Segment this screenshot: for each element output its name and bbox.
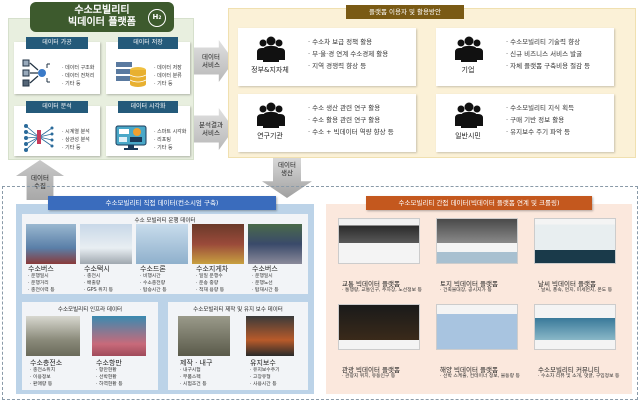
tram-bus-details: · 운행일시 · 운행노선 · 탑재시간 등 xyxy=(252,274,279,293)
port-details: · 항만현황 · 선박현황 · 하역현황 등 xyxy=(96,368,123,387)
user-group-company: 기업 · 수소모빌리티 기술력 향상 · 신규 비즈니스 서비스 발굴 · 자체… xyxy=(436,28,614,86)
people-group-icon xyxy=(455,36,483,62)
photo-hydrogen-forklift xyxy=(192,224,244,264)
government-uses: · 수소차 보급 정책 활용 · 부·울·경 연계 수소경제 활용 · 지역 경… xyxy=(308,38,389,70)
bus-details: · 운행일시 · 운행거리 · 충전이력 등 xyxy=(28,274,55,293)
drone-details: · 비행시간 · 수소충전량 · 탑승시간 등 xyxy=(140,274,167,293)
process-flow-icon xyxy=(22,59,50,87)
station-details: · 충전소위치 · 이용정보 · 판매량 등 xyxy=(30,368,56,387)
company-uses: · 수소모빌리티 기술력 향상 · 신규 비즈니스 서비스 발굴 · 자체 플랫… xyxy=(506,38,591,70)
photo-manufacturing xyxy=(178,316,230,356)
hydrogen-icon: H₂ xyxy=(148,9,166,27)
taxi-details: · 충전시 · 배출량 · GPS 위치 등 xyxy=(84,274,113,293)
photo-hydrogen-tram-bus xyxy=(248,224,302,264)
photo-hydrogen-drone xyxy=(136,224,188,264)
users-title: 플랫폼 이용자 및 활용방안 xyxy=(346,5,464,19)
photo-hydrogen-port xyxy=(92,316,146,356)
photo-maintenance xyxy=(246,316,294,356)
forklift-details: · 일일 운행수 · 운송 중량 · 적재 용량 등 xyxy=(196,274,225,293)
database-icon xyxy=(116,62,147,87)
screenshot-ocean-platform xyxy=(436,304,518,350)
photo-hydrogen-taxi xyxy=(80,224,132,264)
people-group-icon xyxy=(257,102,285,128)
screenshot-weather-platform xyxy=(534,218,616,264)
citizen-uses: · 수소모빌리티 지식 획득 · 구매 기반 정보 활용 · 유지보수 주기 파… xyxy=(506,104,575,136)
screenshot-land-platform xyxy=(436,218,518,264)
data-sources-frame xyxy=(2,186,638,400)
card-data-storage: 데이터 저장 · 데이터 저장 · 데이터 분류 · 기타 등 xyxy=(106,37,190,94)
user-group-citizen: 일반시민 · 수소모빌리티 지식 획득 · 구매 기반 정보 활용 · 유지보수… xyxy=(436,94,614,152)
card-data-processing: 데이터 가공 · 데이터 구조화 · 데이터 전처리 · 기타 등 xyxy=(14,37,100,94)
screenshot-community xyxy=(534,304,616,350)
platform-title: 수소모빌리티 빅데이터 플랫폼 H₂ xyxy=(30,2,174,32)
analysis-list: · 시계열 분석 · 상관성 분석 · 기타 등 xyxy=(62,129,90,151)
card-data-analysis: 데이터 분석 · 시계열 분석 · 상관성 분석 · 기타 등 xyxy=(14,101,100,156)
manufacturing-details: · 내구시험 · 부품스펙 · 시험조건 등 xyxy=(180,368,207,387)
dashboard-monitor-icon xyxy=(115,125,147,150)
processing-list: · 데이터 구조화 · 데이터 전처리 · 기타 등 xyxy=(62,65,95,87)
photo-hydrogen-bus xyxy=(26,224,76,264)
direct-data-title: 수소모빌리티 직접 데이터(컨소시엄 구축) xyxy=(48,196,276,210)
card-data-visualization: 데이터 시각화 · 스마트 시각화 · 리포팅 · 기타 등 xyxy=(106,101,190,156)
user-group-government: 정부&지자체 · 수소차 보급 정책 활용 · 부·울·경 연계 수소경제 활용… xyxy=(238,28,416,86)
indirect-data-title: 수소모빌리티 간접 데이터(빅데이터 플랫폼 연계 및 크롤링) xyxy=(366,196,592,210)
visualization-list: · 스마트 시각화 · 리포팅 · 기타 등 xyxy=(154,129,187,151)
photo-hydrogen-station xyxy=(26,316,80,356)
research-uses: · 수소 생산 관련 연구 활용 · 수소 활용 관련 연구 활용 · 수소 +… xyxy=(308,104,394,136)
user-group-research: 연구기관 · 수소 생산 관련 연구 활용 · 수소 활용 관련 연구 활용 ·… xyxy=(238,94,416,152)
people-group-icon xyxy=(455,102,483,128)
screenshot-traffic-platform xyxy=(338,218,420,264)
screenshot-tourism-platform xyxy=(338,304,420,350)
people-group-icon xyxy=(257,36,285,62)
maintenance-details: · 유지보수주기 · 고장유형 · 사용시간 등 xyxy=(250,368,280,387)
neural-network-icon xyxy=(24,124,54,152)
storage-list: · 데이터 저장 · 데이터 분류 · 기타 등 xyxy=(154,65,182,87)
